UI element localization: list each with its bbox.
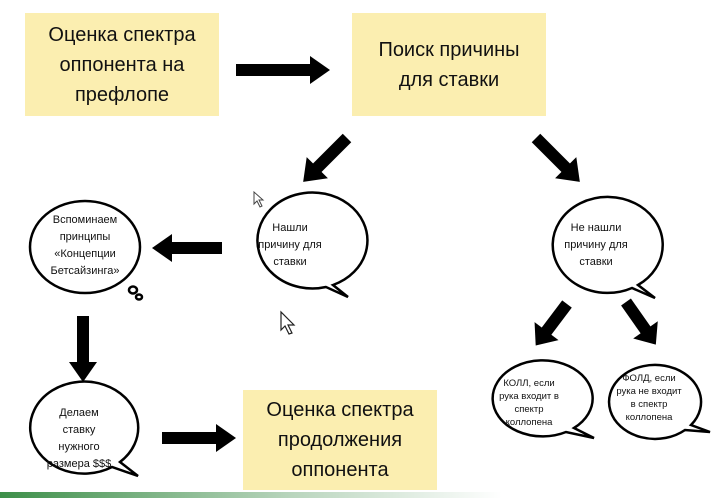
cursor-icon [280, 310, 296, 335]
speech-bubble-not-found [551, 195, 664, 300]
box-find-bet-reason-text: Поиск причины для ставки [378, 38, 520, 91]
box-find-bet-reason: Поиск причины для ставки [352, 13, 546, 116]
recall-principles-text: Вспоминаем принципы «Концепции Бетсайзин… [50, 214, 120, 277]
no-reason-text: Не нашли причину для ставки [564, 222, 628, 268]
found-reason-text: Нашли причину для ставки [258, 222, 322, 268]
speech-bubble-fold [607, 363, 711, 441]
box-assess-range-continue-text: Оценка спектра продолжения оппонента [266, 399, 414, 481]
arrow-down-left-column [69, 316, 97, 382]
arrow-left-middle [152, 234, 222, 262]
arrow-down-right [531, 133, 580, 182]
make-bet-text: Делаем ставку нужного размера $$$ [46, 407, 112, 470]
arrow-to-call [534, 300, 572, 346]
speech-bubble-found [256, 191, 369, 299]
box-assess-range-continue: Оценка спектра продолжения оппонента [243, 390, 437, 490]
fold-option-text: ФОЛД, если рука не входит в спектр колло… [616, 373, 682, 423]
cursor-icon [253, 190, 265, 208]
arrow-down-left [303, 133, 352, 182]
arrow-right-bottom [162, 424, 236, 452]
speech-bubble-call [491, 359, 595, 440]
bottom-decor-strip [0, 492, 717, 498]
speech-bubble-bet [28, 380, 140, 478]
thought-bubble-recall [28, 199, 144, 301]
call-option-text: КОЛЛ, если рука входит в спектр коллопен… [499, 378, 559, 428]
box-assess-range-preflop-text: Оценка спектра оппонента на префлопе [48, 23, 196, 106]
arrow-to-fold [621, 298, 658, 345]
arrow-right-top [236, 56, 330, 84]
box-assess-range-preflop: Оценка спектра оппонента на префлопе [25, 13, 219, 116]
